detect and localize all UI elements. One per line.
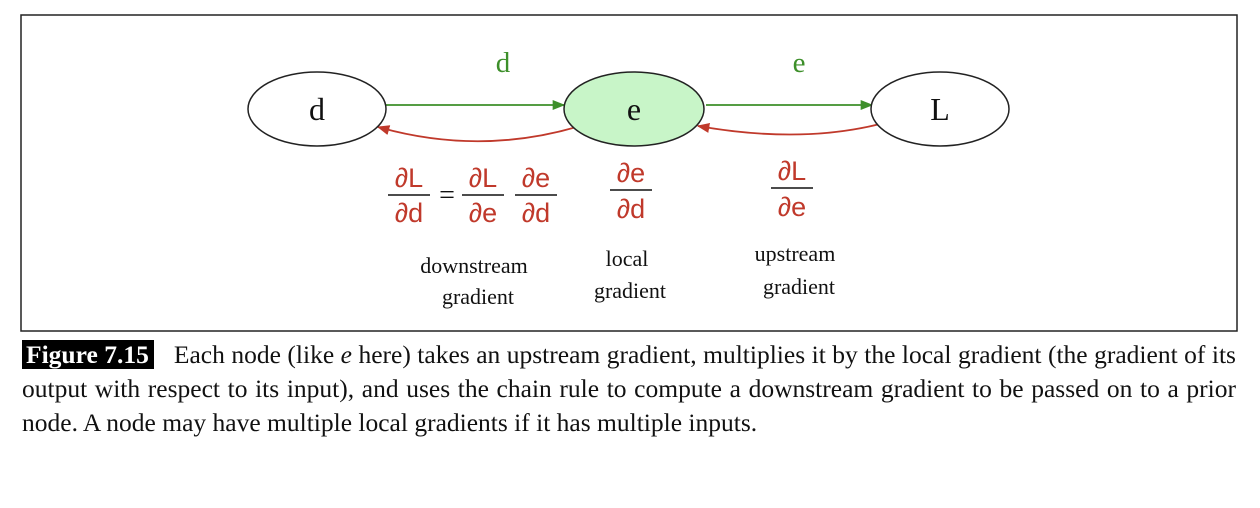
node-d	[247, 71, 387, 147]
figure-panel: d e L d e ∂L ∂d = ∂L ∂e ∂e ∂d ∂e ∂d ∂L	[20, 14, 1238, 332]
node-e	[563, 71, 705, 147]
eq-lhs-denominator: ∂d	[395, 198, 423, 228]
figure-frame	[20, 14, 1238, 332]
backward-edge-L-to-e	[696, 123, 881, 136]
forward-label-e: e	[793, 47, 806, 79]
eq-lhs-numerator: ∂L	[395, 163, 423, 193]
local-gradient-equation: ∂e ∂d	[610, 158, 652, 224]
forward-label-d: d	[496, 47, 511, 79]
node-L	[870, 71, 1010, 147]
eq-r2-denominator: ∂d	[522, 198, 550, 228]
node-e-label: e	[627, 91, 641, 127]
local-numerator: ∂e	[617, 158, 645, 188]
eq-r2-numerator: ∂e	[522, 163, 550, 193]
downstream-label-line1: downstream	[420, 253, 528, 278]
eq-r1-numerator: ∂L	[469, 163, 497, 193]
downstream-label-line2: gradient	[442, 284, 514, 309]
local-label-line2: gradient	[594, 278, 666, 303]
upstream-gradient-equation: ∂L ∂e	[771, 156, 813, 222]
upstream-denominator: ∂e	[778, 192, 806, 222]
local-denominator: ∂d	[617, 194, 645, 224]
upstream-numerator: ∂L	[778, 156, 806, 186]
caption-text-part1: Each node (like	[173, 340, 341, 369]
node-L-label: L	[930, 91, 950, 127]
upstream-label-line2: gradient	[763, 274, 835, 299]
eq-equals-sign: =	[439, 180, 455, 211]
caption-text-part2: here) takes an upstream gradient, multip…	[22, 340, 1236, 437]
backward-edge-e-to-d	[376, 125, 581, 143]
upstream-label-line1: upstream	[755, 241, 836, 266]
downstream-gradient-equation: ∂L ∂d = ∂L ∂e ∂e ∂d	[388, 163, 557, 228]
eq-r1-denominator: ∂e	[469, 198, 497, 228]
caption-figure-label: Figure 7.15	[22, 340, 154, 369]
caption-text-italic: e	[340, 340, 352, 369]
node-d-label: d	[309, 91, 325, 127]
figure-caption: Figure 7.15 Each node (like e here) takes…	[22, 338, 1236, 440]
local-label-line1: local	[606, 246, 649, 271]
